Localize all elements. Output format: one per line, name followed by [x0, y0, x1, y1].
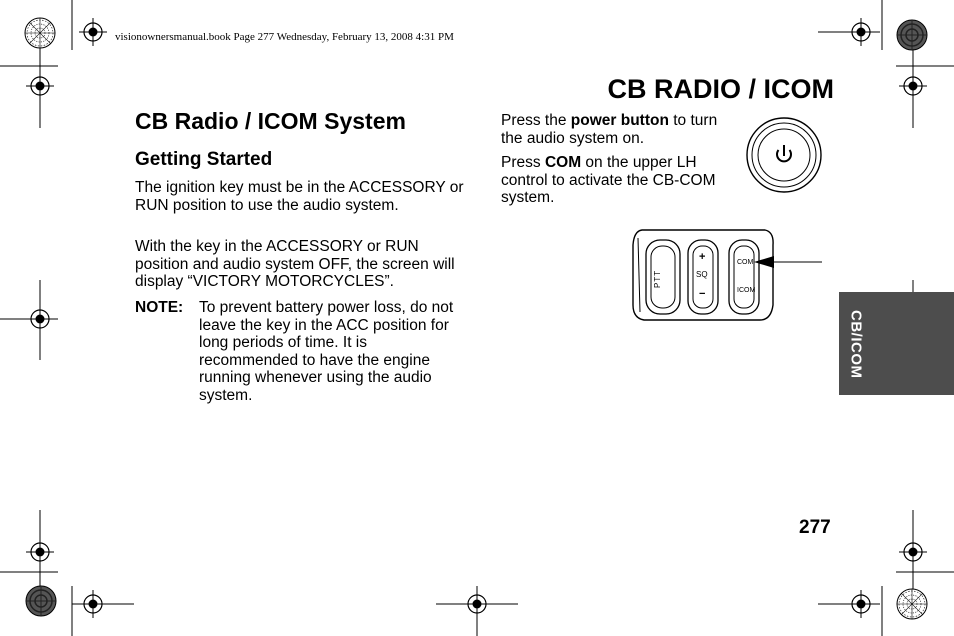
instruction-com-pre: Press — [501, 154, 545, 171]
page-number: 277 — [799, 517, 831, 538]
power-button-illustration — [746, 117, 822, 193]
main-heading: CB Radio / ICOM System — [135, 108, 406, 134]
cb-icom-side-tab: CB/ICOM — [839, 292, 954, 395]
paragraph-display: With the key in the ACCESSORY or RUN pos… — [135, 238, 455, 291]
ptt-label: PTT — [653, 269, 662, 288]
sq-minus-label: − — [699, 288, 706, 300]
star-target-icon — [24, 17, 56, 49]
sq-label: SQ — [696, 270, 708, 279]
page-section-title: CB RADIO / ICOM — [607, 74, 835, 104]
sub-heading: Getting Started — [135, 149, 273, 170]
icom-label: ICOM — [737, 287, 756, 294]
paragraph-ignition: The ignition key must be in the ACCESSOR… — [135, 179, 464, 214]
instruction-com-bold: COM — [544, 154, 582, 171]
instruction-com: Press COM on the upper LH control to act… — [501, 154, 726, 207]
note-label: NOTE: — [135, 299, 184, 316]
instruction-com-post: on the upper LH control to activate the … — [501, 154, 716, 207]
sq-plus-label: + — [699, 251, 706, 263]
dark-target-icon — [25, 585, 57, 617]
instruction-power-pre: Press the — [501, 112, 571, 129]
star-target-icon — [896, 588, 928, 620]
instruction-power-bold: power button — [570, 112, 669, 129]
com-label: COM — [737, 259, 754, 266]
note-text: To prevent battery power loss, do not le… — [199, 299, 454, 404]
instruction-power-post: to turn the audio system on. — [501, 112, 718, 147]
dark-target-icon — [896, 19, 928, 51]
file-info-header: visionownersmanual.book Page 277 Wednesd… — [115, 31, 454, 43]
hand-control-illustration — [632, 229, 822, 321]
instruction-power: Press the power button to turn the audio… — [501, 112, 726, 147]
side-tab-label: CB/ICOM — [847, 309, 865, 379]
